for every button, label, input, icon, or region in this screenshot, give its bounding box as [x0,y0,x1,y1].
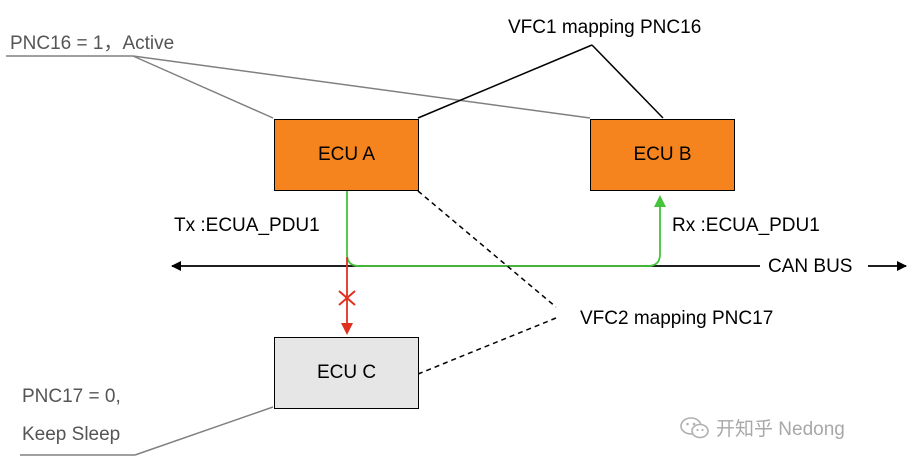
pnc17-note-line2: Keep Sleep [22,424,121,445]
ecu-a-box: ECU A [274,119,419,191]
ecu-c-label: ECU C [316,362,377,383]
ecu-c-box: ECU C [274,337,419,409]
pnc17-note-line1: PNC17 = 0, [22,386,121,407]
rx-label: Rx :ECUA_PDU1 [672,215,820,236]
tx-label: Tx :ECUA_PDU1 [174,215,320,236]
pnc17-leader-lines [20,406,274,456]
wechat-icon [680,416,710,440]
vfc1-leader-lines [417,44,664,119]
pnc16-note: PNC16 = 1，Active [10,33,175,54]
ecu-b-box: ECU B [590,119,735,191]
vfc2-leader-lines [417,190,557,375]
can-bus-label: CAN BUS [768,256,853,277]
pnc16-leader-lines [6,55,591,119]
ecu-a-label: ECU A [317,144,376,165]
block-x-icon [338,290,356,306]
watermark: 开知乎 Nedong [680,414,845,441]
vfc2-mapping-label: VFC2 mapping PNC17 [580,308,774,329]
vfc1-mapping-label: VFC1 mapping PNC16 [508,17,702,38]
watermark-text: 开知乎 Nedong [716,419,845,440]
signal-path-green [346,191,666,267]
ecu-b-label: ECU B [633,144,692,165]
